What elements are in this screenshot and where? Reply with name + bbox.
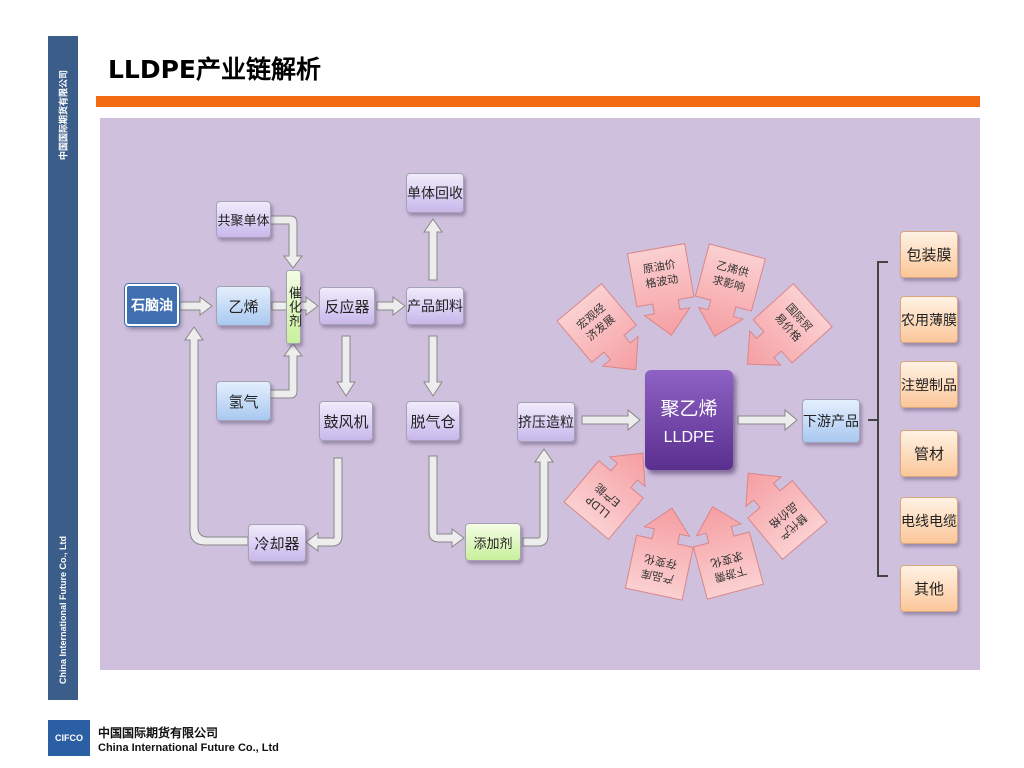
product-1: 农用薄膜 <box>900 296 958 343</box>
products-bracket <box>868 261 888 577</box>
node-cooler: 冷却器 <box>248 524 306 562</box>
page-title: LLDPE产业链解析 <box>108 55 322 84</box>
node-reactor: 反应器 <box>319 287 375 325</box>
node-blower: 鼓风机 <box>319 401 373 441</box>
product-2: 注塑制品 <box>900 361 958 408</box>
factor-crude-price: 原油价格波动 <box>626 243 701 341</box>
node-downstream: 下游产品 <box>802 399 860 443</box>
left-sidebar-bar <box>48 36 78 700</box>
product-3: 管材 <box>900 430 958 477</box>
product-0: 包装膜 <box>900 231 958 278</box>
factor-macro: 宏观经济发展 <box>556 283 659 389</box>
node-polyethylene: 聚乙烯 LLDPE <box>645 370 733 470</box>
product-4: 电线电缆 <box>900 497 958 544</box>
factor-demand: 下游需求变化 <box>684 498 764 600</box>
factor-production: LLDPE产能 <box>563 434 666 540</box>
product-5: 其他 <box>900 565 958 612</box>
process-arrows <box>179 215 798 552</box>
title-accent-bar <box>96 96 980 107</box>
node-catalyst: 催化剂 <box>286 270 301 344</box>
node-discharge: 产品卸料 <box>406 287 464 325</box>
factor-trade-price: 国际贸易价格 <box>727 283 833 387</box>
factor-inventory: 产品库存变化 <box>624 501 701 601</box>
node-degassing: 脱气仓 <box>406 401 460 441</box>
pe-label-en: LLDPE <box>663 428 715 446</box>
node-monomer-recovery: 单体回收 <box>406 173 464 213</box>
footer-company-cn: 中国国际期货有限公司 <box>98 726 219 740</box>
factor-substitute: 替代产品价格 <box>725 454 828 560</box>
factor-inventory-label: 产品库存变化 <box>640 552 678 587</box>
factor-ethylene-supply: 乙烯供求影响 <box>686 243 766 345</box>
node-extrusion: 挤压造粒 <box>517 402 575 442</box>
node-ethylene: 乙烯 <box>216 286 271 326</box>
factor-crude-price-label: 原油价格波动 <box>642 257 680 291</box>
node-crude: 石脑油 <box>125 284 179 326</box>
node-comonomer: 共聚单体 <box>216 201 271 238</box>
pe-label-cn: 聚乙烯 <box>660 397 718 420</box>
node-hydrogen: 氢气 <box>216 381 271 421</box>
footer-company-en: China International Future Co., Ltd <box>98 742 279 754</box>
node-additive: 添加剂 <box>465 523 521 561</box>
cifco-logo: CIFCO <box>48 720 90 756</box>
